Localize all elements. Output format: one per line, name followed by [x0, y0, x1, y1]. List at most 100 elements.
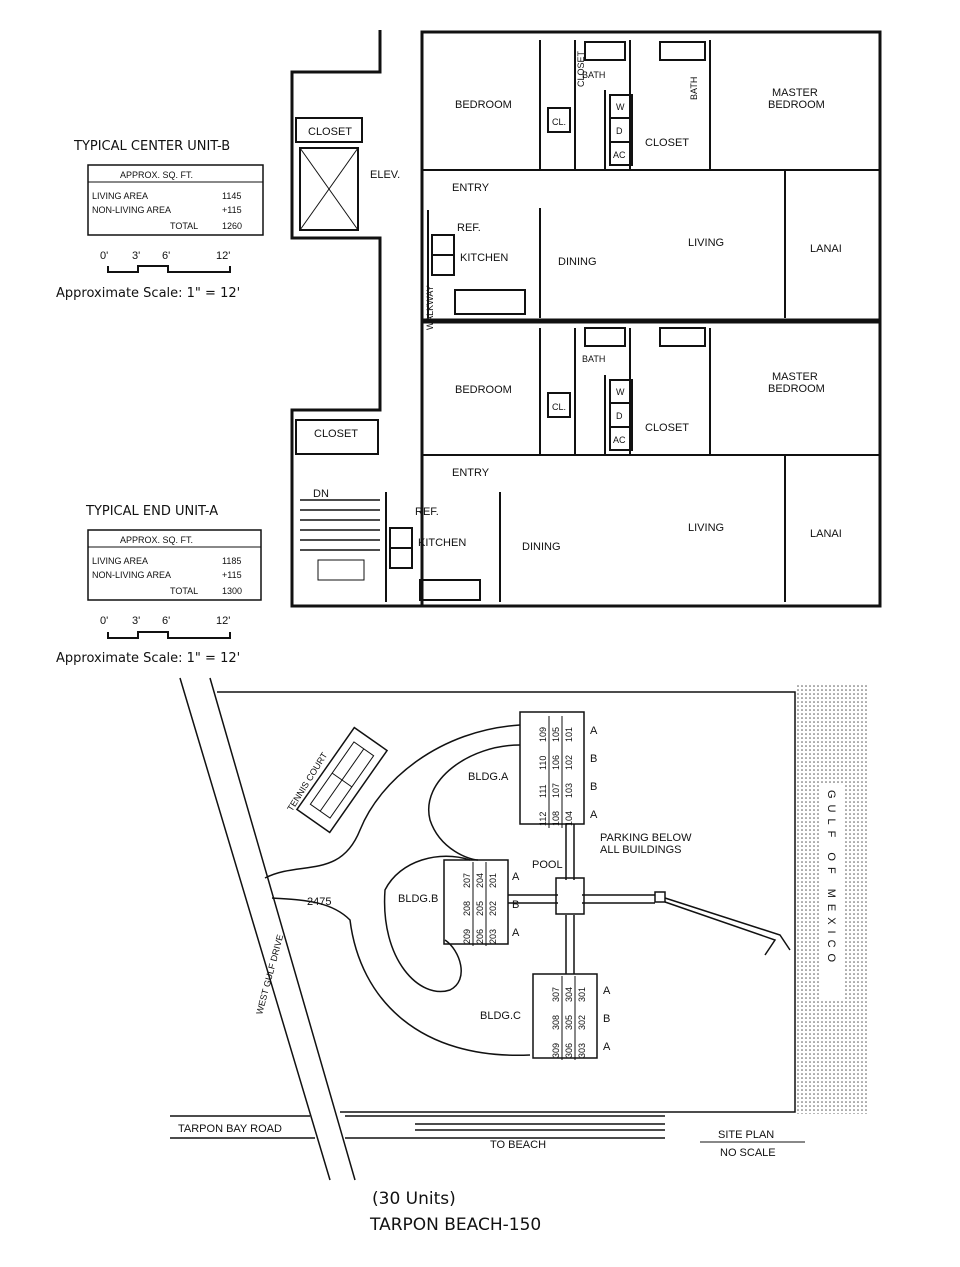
label-bedroom-2: BEDROOM — [455, 384, 512, 396]
unit-number: 103 — [564, 783, 574, 798]
unit-number: 205 — [475, 901, 485, 916]
label-pool: POOL — [532, 859, 563, 871]
unit-type-letter: A — [603, 985, 611, 997]
property-line — [217, 691, 796, 1113]
unit-number: 302 — [577, 1015, 587, 1030]
label-cl: CL. — [552, 117, 566, 127]
label-kitchen-2: KITCHEN — [418, 537, 466, 549]
label-bldg-a: BLDG.A — [468, 771, 509, 783]
center-row-label-0: LIVING AREA — [92, 191, 148, 201]
unit-number: 201 — [488, 873, 498, 888]
unit-number: 207 — [462, 873, 472, 888]
label-closet-small: CLOSET — [576, 50, 586, 87]
unit-type-letter: B — [590, 753, 597, 765]
tennis-court — [295, 726, 389, 834]
svg-text:6': 6' — [162, 250, 170, 262]
label-elev-closet: CLOSET — [308, 126, 352, 138]
label-bath: BATH — [582, 70, 605, 80]
unit-number: 203 — [488, 929, 498, 944]
unit-type-letter: A — [590, 725, 598, 737]
label-bldg-c: BLDG.C — [480, 1010, 521, 1022]
label-no-scale: NO SCALE — [720, 1147, 776, 1159]
label-dn: DN — [313, 488, 329, 500]
label-parking-1: PARKING BELOW — [600, 832, 692, 844]
unit-type-letter: A — [603, 1041, 611, 1053]
label-tarpon-bay: TARPON BAY ROAD — [178, 1123, 282, 1135]
unit-number: 110 — [538, 756, 548, 770]
unit-number: 301 — [577, 987, 587, 1002]
unit-number: 202 — [488, 901, 498, 916]
unit-number: 108 — [551, 811, 561, 826]
end-row-value-0: 1185 — [222, 556, 241, 566]
label-master-2: BEDROOM — [768, 99, 825, 111]
svg-text:0': 0' — [100, 250, 108, 262]
label-to-beach: TO BEACH — [490, 1139, 546, 1151]
label-dryer-2: D — [616, 411, 623, 421]
label-ref: REF. — [457, 222, 481, 234]
center-row-label-1: NON-LIVING AREA — [92, 205, 171, 215]
label-kitchen: KITCHEN — [460, 252, 508, 264]
unit-number: 111 — [538, 784, 548, 798]
label-ac-2: AC — [613, 435, 626, 445]
label-dining: DINING — [558, 256, 597, 268]
west-gulf-drive — [179, 677, 356, 1181]
center-table-header: APPROX. SQ. FT. — [120, 170, 193, 180]
svg-text:0': 0' — [100, 615, 108, 627]
label-cl-2: CL. — [552, 402, 566, 412]
gulf-label: GULF OF MEXICO — [825, 790, 837, 968]
end-table-header: APPROX. SQ. FT. — [120, 535, 193, 545]
unit-number: 208 — [462, 901, 472, 916]
pool-walkways — [508, 824, 791, 974]
label-bldg-b: BLDG.B — [398, 893, 438, 905]
label-address: 2475 — [307, 896, 331, 908]
end-unit-info: TYPICAL END UNIT-A APPROX. SQ. FT. LIVIN… — [56, 504, 262, 666]
end-scale-bar: 0' 3' 6' 12' — [100, 615, 231, 639]
svg-text:GULF OF MEXICO: GULF OF MEXICO — [825, 790, 837, 968]
end-row-value-1: +115 — [222, 570, 242, 580]
end-row-label-0: LIVING AREA — [92, 556, 148, 566]
end-scale-text: Approximate Scale: 1" = 12' — [56, 651, 240, 666]
svg-text:6': 6' — [162, 615, 170, 627]
unit-number: 204 — [475, 873, 485, 888]
pool — [555, 877, 585, 915]
elevator — [295, 117, 363, 231]
unit-number: 101 — [564, 727, 574, 742]
unit-number: 107 — [551, 783, 561, 798]
label-master-4: BEDROOM — [768, 383, 825, 395]
unit-number: 303 — [577, 1043, 587, 1058]
label-walkway: WALKWAY — [425, 285, 435, 330]
center-unit-info: TYPICAL CENTER UNIT-B APPROX. SQ. FT. LI… — [56, 139, 264, 301]
label-bath-2: BATH — [689, 77, 699, 100]
label-dining-2: DINING — [522, 541, 561, 553]
svg-text:12': 12' — [216, 250, 230, 262]
end-unit-outline — [420, 320, 882, 608]
unit-number: 102 — [564, 755, 574, 770]
unit-type-letter: B — [590, 781, 597, 793]
label-site-plan: SITE PLAN — [718, 1129, 774, 1141]
center-row-value-0: 1145 — [222, 191, 241, 201]
label-bedroom: BEDROOM — [455, 99, 512, 111]
label-tennis: TENNIS COURT — [285, 750, 329, 813]
unit-number: 209 — [462, 929, 472, 944]
unit-number: 305 — [564, 1015, 574, 1030]
unit-number: 307 — [551, 987, 561, 1002]
center-unit-walls — [422, 40, 880, 318]
tarpon-bay-road — [170, 1115, 665, 1139]
svg-text:3': 3' — [132, 250, 140, 262]
floor-plan: BEDROOM BATH CLOSET CL. W D AC CLOSET BA… — [290, 30, 882, 608]
label-stair-closet: CLOSET — [314, 428, 358, 440]
center-scale-text: Approximate Scale: 1" = 12' — [56, 286, 240, 301]
svg-text:3': 3' — [132, 615, 140, 627]
footer-name: TARPON BEACH-150 — [369, 1215, 541, 1235]
unit-number: 112 — [538, 812, 548, 826]
unit-type-letter: B — [512, 899, 519, 911]
label-closet: CLOSET — [645, 137, 689, 149]
label-living-2: LIVING — [688, 522, 724, 534]
unit-number: 105 — [551, 727, 561, 742]
center-unit-outline — [420, 30, 882, 322]
unit-number: 104 — [564, 811, 574, 826]
svg-text:12': 12' — [216, 615, 230, 627]
label-master-1: MASTER — [772, 87, 818, 99]
label-lanai: LANAI — [810, 243, 842, 255]
